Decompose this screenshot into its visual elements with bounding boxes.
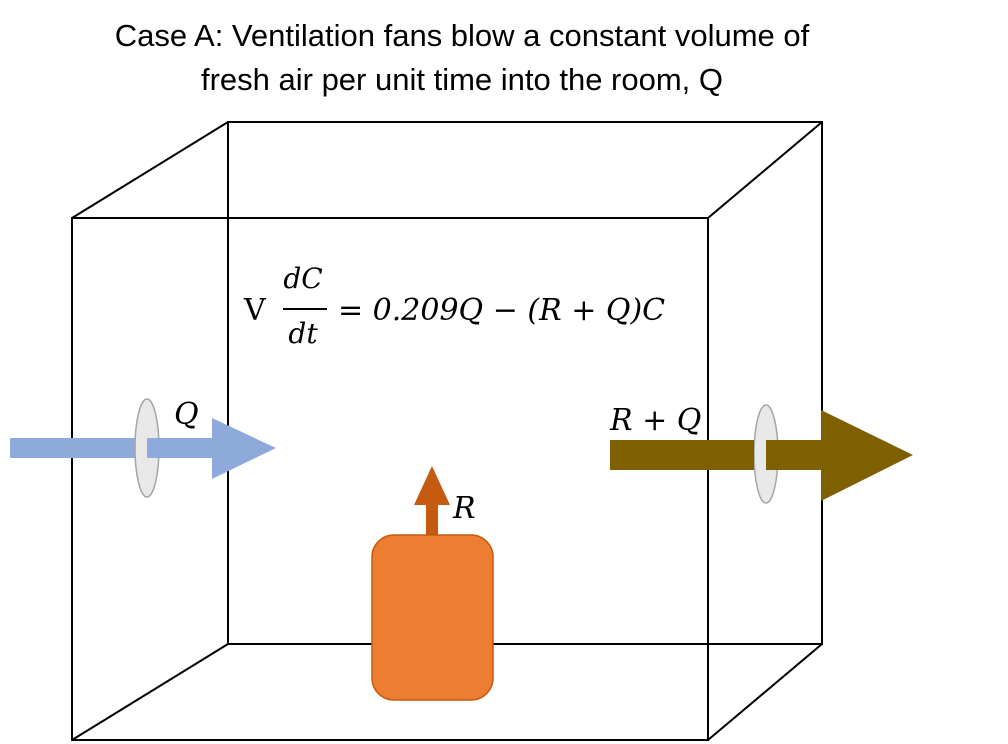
outflow-arrow-shaft-left: [610, 440, 754, 470]
equation-numerator: dC: [283, 262, 322, 295]
inflow-arrow-overlap: [147, 438, 217, 458]
mass-balance-equation: V dC dt = 0.209Q − (R + Q)C: [243, 262, 665, 350]
outflow-arrow-shaft-right: [766, 440, 824, 470]
equation-denominator: dt: [288, 317, 318, 350]
outflow-label: R + Q: [609, 403, 701, 438]
room-edge-top-left: [71, 121, 229, 219]
room-edge-bottom-left: [71, 643, 229, 741]
emission-source: [371, 466, 494, 701]
title-line-1: Case A: Ventilation fans blow a constant…: [114, 18, 810, 53]
outflow-arrow: [610, 410, 913, 501]
equation-rhs: = 0.209Q − (R + Q)C: [338, 293, 665, 328]
room-box: [71, 121, 823, 741]
room-edge-top-right: [707, 121, 823, 219]
outflow-arrow-head: [821, 410, 913, 501]
source-label: R: [452, 491, 476, 526]
equation-volume-factor: V: [243, 293, 267, 328]
source-block: [371, 534, 494, 701]
inflow-arrow-head: [212, 418, 276, 479]
inflow-label: Q: [174, 397, 199, 432]
diagram-title: Case A: Ventilation fans blow a constant…: [0, 14, 924, 102]
room-front-face: [71, 217, 709, 741]
source-arrow: [414, 466, 450, 535]
room-back-face: [227, 121, 823, 645]
title-line-2: fresh air per unit time into the room, Q: [200, 62, 724, 97]
room-edge-bottom-right: [707, 643, 823, 741]
